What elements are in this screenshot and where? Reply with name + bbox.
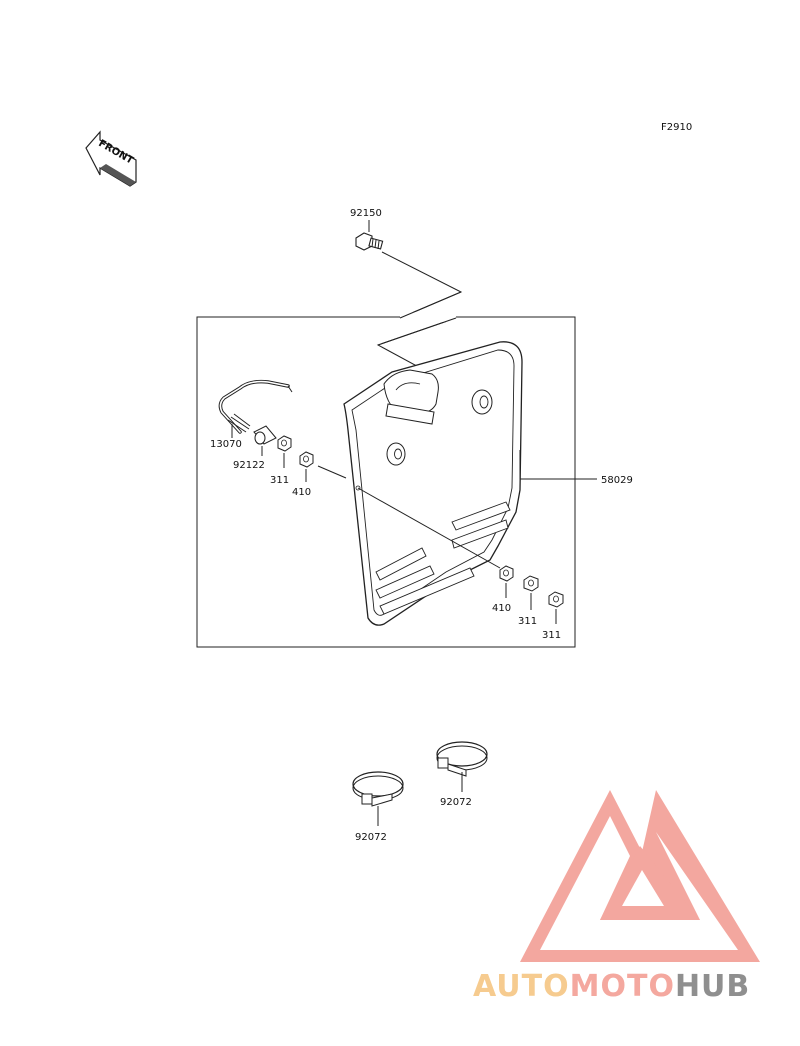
part-number-bolt: 92150: [350, 208, 382, 219]
assembly-frame: [196, 316, 576, 648]
bolt: [355, 232, 384, 251]
svg-text:AUTOMOTOHUB: AUTOMOTOHUB: [473, 969, 750, 1004]
logo-word-auto: AUTO: [473, 969, 570, 1004]
band-clamp-right: [436, 741, 488, 777]
part-number-nut-left: 311: [270, 475, 289, 486]
part-number-nut-right-1: 311: [518, 616, 537, 627]
front-arrow-icon: FRONT: [85, 130, 137, 187]
washer-left: [299, 451, 314, 468]
part-number-band-right: 92072: [440, 797, 472, 808]
figure-code: F2910: [661, 122, 692, 133]
part-number-spacer: 92122: [233, 460, 265, 471]
automotohub-logo: AUTOMOTOHUB: [473, 790, 760, 1004]
nut-left: [277, 435, 292, 452]
part-number-band-left: 92072: [355, 832, 387, 843]
logo-word-hub: HUB: [675, 969, 750, 1004]
part-number-washer-right: 410: [492, 603, 511, 614]
part-number-plate: 58029: [601, 475, 633, 486]
logo-word-moto: MOTO: [570, 969, 675, 1004]
band-clamp-left: [352, 771, 404, 807]
part-number-rod: 13070: [210, 439, 242, 450]
nut-right-1: [523, 575, 539, 592]
rod: [218, 379, 293, 434]
spacer: [253, 425, 277, 445]
number-plate: [343, 341, 523, 626]
part-number-nut-right-2: 311: [542, 630, 561, 641]
nut-right-2: [548, 591, 564, 608]
washer-right: [499, 565, 514, 582]
part-number-washer-left: 410: [292, 487, 311, 498]
